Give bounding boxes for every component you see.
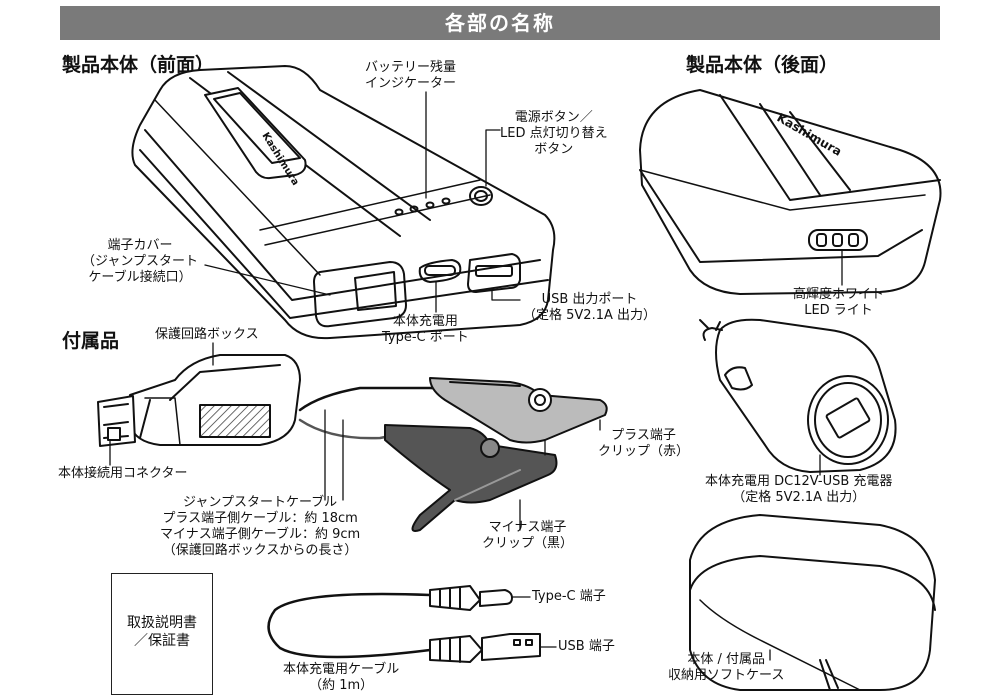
- car-charger-label: 本体充電用 DC12V-USB 充電器（定格 5V2.1A 出力）: [705, 474, 893, 505]
- typec-terminal-label: Type-C 端子: [532, 589, 606, 604]
- manual-booklet: 取扱説明書 ／保証書: [111, 573, 213, 695]
- protection-box-illustration: [97, 354, 301, 447]
- manual-label-line1: 取扱説明書: [127, 615, 197, 631]
- charge-cable-illustration: [267, 585, 541, 663]
- front-heading: 製品本体（前面）: [62, 54, 215, 76]
- plus-clip-illustration: [429, 377, 608, 444]
- usb-port-label: USB 出力ポート（定格 5V2.1A 出力）: [523, 292, 656, 323]
- car-charger-illustration: [699, 318, 897, 473]
- usb-terminal-label: USB 端子: [558, 639, 615, 654]
- powerbank-back-illustration: [639, 89, 942, 295]
- connector-label: 本体接続用コネクター: [58, 466, 188, 481]
- soft-case-label: 本体 / 付属品収納用ソフトケース: [668, 652, 785, 683]
- plus-clip-label: プラス端子クリップ（赤）: [598, 428, 690, 459]
- charge-cable-label: 本体充電用ケーブル（約 1m）: [283, 662, 400, 693]
- powerbank-front-illustration: [131, 65, 556, 340]
- power-button-label: 電源ボタン／LED 点灯切り替えボタン: [500, 110, 608, 157]
- section-banner: 各部の名称: [60, 6, 940, 40]
- soft-case-illustration: [689, 514, 936, 691]
- minus-clip-illustration: [384, 424, 558, 532]
- battery-indicator-label: バッテリー残量インジケーター: [365, 60, 457, 91]
- manual-label-line2: ／保証書: [134, 633, 190, 649]
- protection-box-label: 保護回路ボックス: [155, 327, 259, 342]
- accessories-heading: 付属品: [62, 330, 120, 352]
- back-heading: 製品本体（後面）: [686, 54, 839, 76]
- terminal-cover-label: 端子カバー（ジャンプスタートケーブル接続口）: [82, 238, 198, 285]
- minus-clip-label: マイナス端子クリップ（黒）: [482, 520, 574, 551]
